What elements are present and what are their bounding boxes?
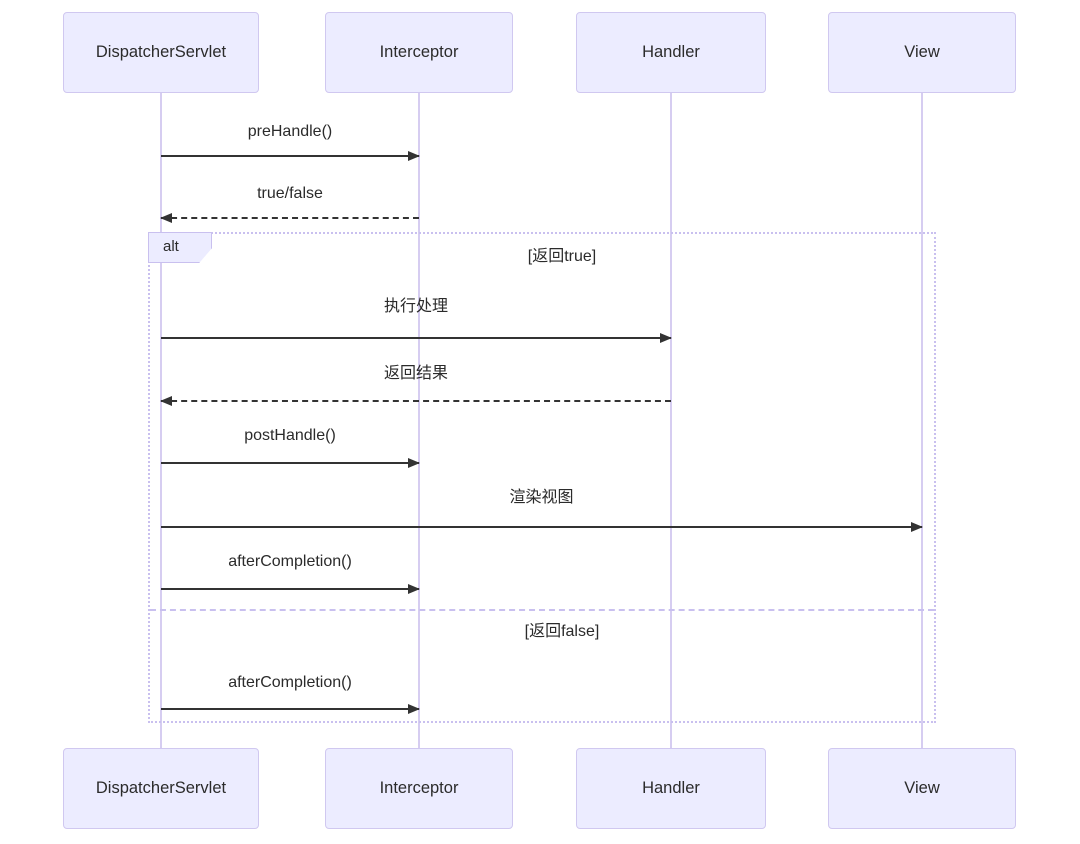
actor-label: Interceptor [379, 779, 459, 797]
actor-label: Handler [642, 779, 700, 797]
actor-label: Handler [642, 43, 700, 61]
lifeline-dispatcherservlet [160, 93, 162, 748]
lifeline-view [921, 93, 923, 748]
message-label-true-false: true/false [257, 185, 323, 202]
guard-return-false: [返回false] [524, 623, 600, 640]
message-arrow-aftercompletion-false [161, 704, 420, 714]
actor-bottom-handler: Handler [576, 748, 766, 829]
guard-return-true: [返回true] [527, 248, 597, 265]
actor-bottom-interceptor: Interceptor [325, 748, 513, 829]
lifeline-interceptor [418, 93, 420, 748]
message-label-execute-handler: 执行处理 [383, 298, 448, 315]
lifeline-handler [670, 93, 672, 748]
actor-label: View [904, 779, 940, 797]
actor-label: DispatcherServlet [95, 779, 227, 797]
alt-branch-divider [150, 609, 934, 611]
message-arrow-execute-handler [161, 333, 672, 343]
arrowhead-right-icon [408, 584, 420, 594]
arrowhead-right-icon [408, 458, 420, 468]
message-arrow-aftercompletion-true [161, 584, 420, 594]
arrowhead-right-icon [911, 522, 923, 532]
actor-bottom-view: View [828, 748, 1016, 829]
arrowhead-left-icon [160, 396, 172, 406]
message-arrow-true-false [160, 213, 419, 223]
actor-top-dispatcherservlet: DispatcherServlet [63, 12, 259, 93]
alt-operator-text: alt [163, 238, 179, 255]
alt-fragment-frame: alt [返回true] [返回false] [148, 232, 936, 723]
message-label-return-result: 返回结果 [383, 365, 448, 382]
arrowhead-right-icon [660, 333, 672, 343]
actor-top-interceptor: Interceptor [325, 12, 513, 93]
actor-top-handler: Handler [576, 12, 766, 93]
arrowhead-right-icon [408, 151, 420, 161]
message-arrow-render-view [161, 522, 923, 532]
message-arrow-return-result [160, 396, 671, 406]
arrowhead-left-icon [160, 213, 172, 223]
actor-label: DispatcherServlet [95, 43, 227, 61]
message-arrow-prehandle [161, 151, 420, 161]
actor-bottom-dispatcherservlet: DispatcherServlet [63, 748, 259, 829]
actor-label: View [904, 43, 940, 61]
alt-operator-label: alt [148, 232, 212, 263]
actor-top-view: View [828, 12, 1016, 93]
message-label-aftercompletion-true: afterCompletion() [228, 553, 352, 570]
message-label-render-view: 渲染视图 [509, 489, 574, 506]
message-label-prehandle: preHandle() [247, 123, 333, 140]
message-label-posthandle: postHandle() [244, 427, 336, 444]
message-arrow-posthandle [161, 458, 420, 468]
actor-label: Interceptor [379, 43, 459, 61]
arrowhead-right-icon [408, 704, 420, 714]
message-label-aftercompletion-false: afterCompletion() [228, 674, 352, 691]
